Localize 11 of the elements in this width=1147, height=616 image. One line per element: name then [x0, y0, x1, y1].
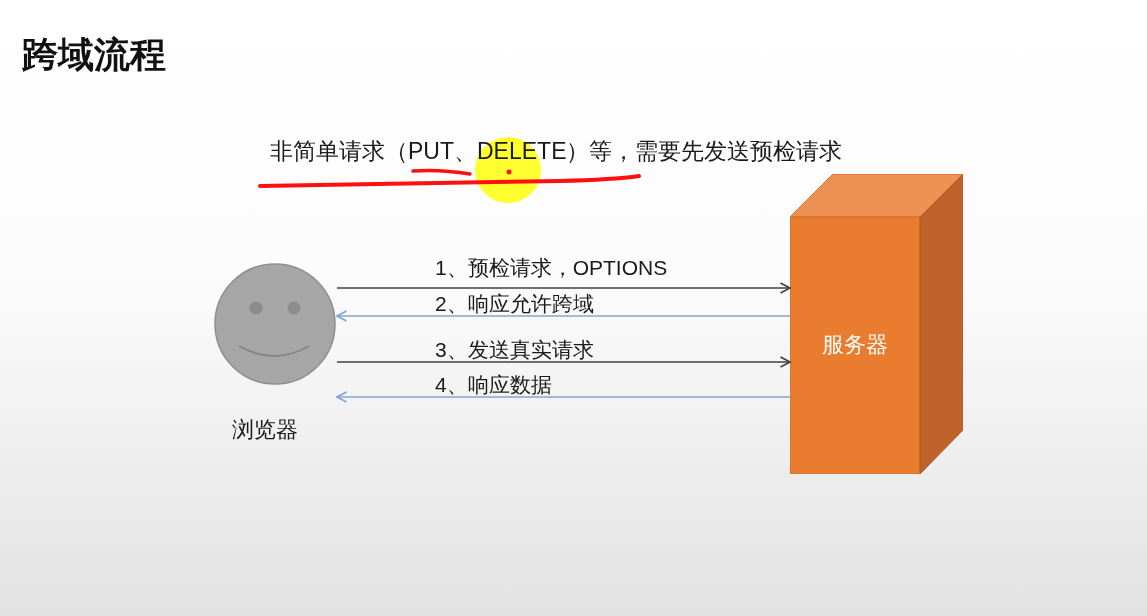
- edge-label: 4、响应数据: [435, 373, 552, 396]
- arrow: [336, 391, 791, 403]
- node-label: 服务器: [821, 332, 889, 358]
- edge-label: 2、响应允许跨域: [435, 292, 594, 315]
- arrow: [336, 310, 791, 322]
- arrow: [336, 356, 791, 368]
- slide-title: 跨域流程: [22, 34, 166, 76]
- edge-label: 1、预检请求，OPTIONS: [435, 256, 668, 279]
- node-label: 浏览器: [232, 418, 298, 442]
- arrow: [336, 282, 791, 294]
- edge-label: 3、发送真实请求: [435, 338, 594, 361]
